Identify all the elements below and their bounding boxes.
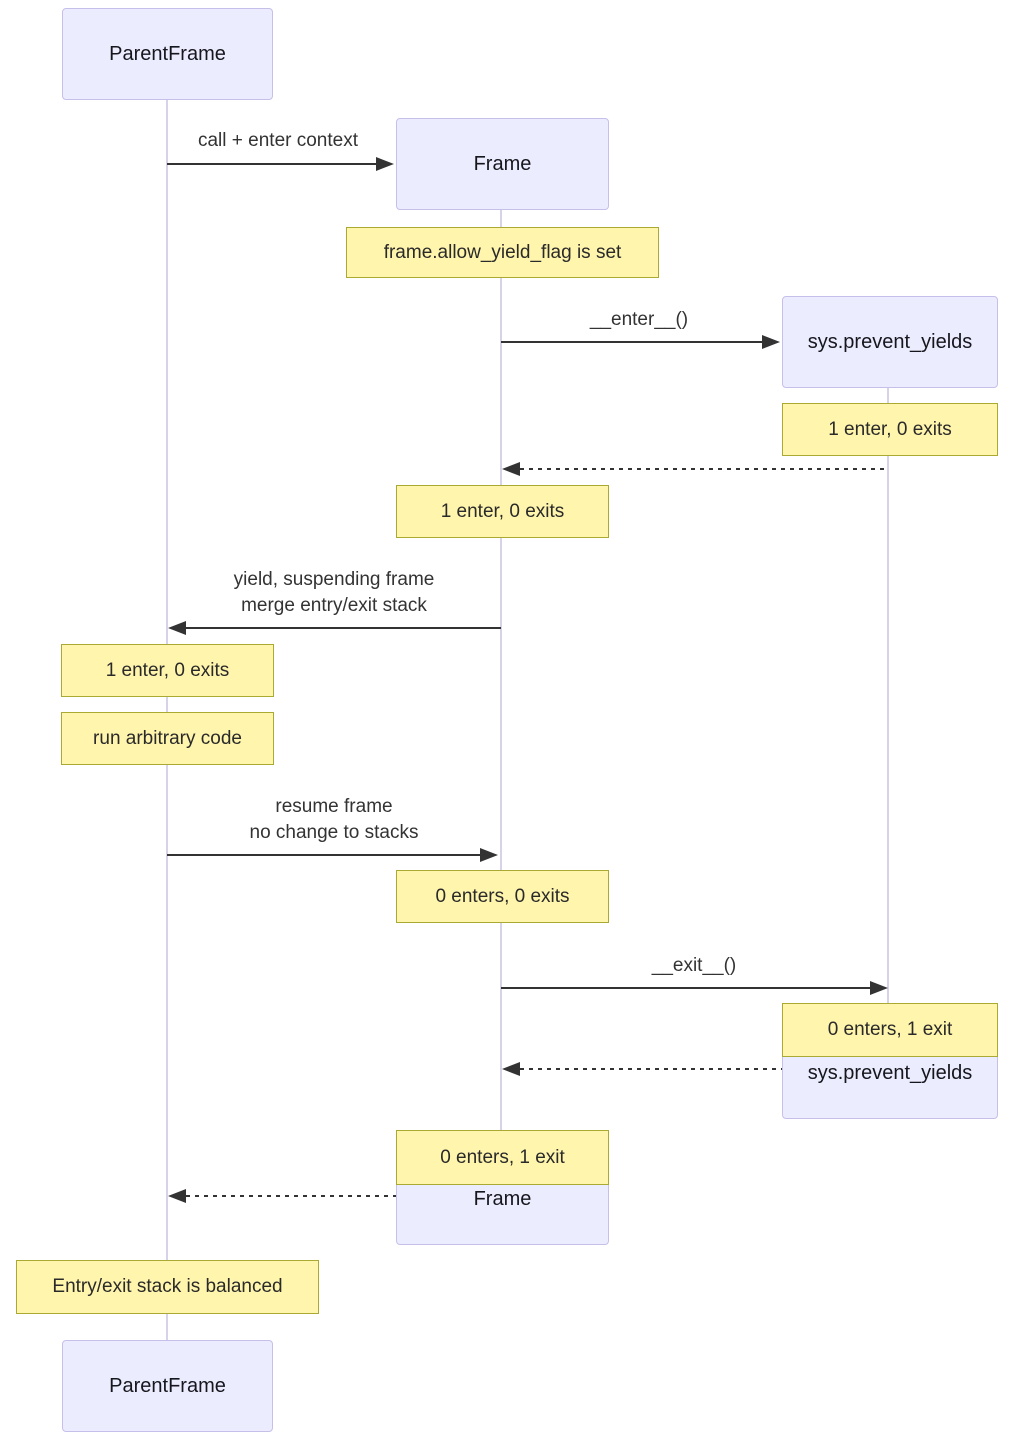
note-stack-balanced: Entry/exit stack is balanced bbox=[16, 1260, 319, 1314]
arrowhead-right-icon bbox=[762, 335, 780, 349]
actor-label: sys.prevent_yields bbox=[807, 1061, 973, 1084]
message-exit-return-line bbox=[520, 1068, 888, 1070]
arrowhead-left-icon bbox=[502, 1062, 520, 1076]
note-frame-0-enters-0-exits: 0 enters, 0 exits bbox=[396, 870, 609, 923]
message-yield-line bbox=[186, 627, 501, 629]
arrowhead-left-icon bbox=[168, 621, 186, 635]
message-exit-call-label: __exit__() bbox=[651, 955, 737, 976]
lifeline-sys-prevent-yields bbox=[887, 386, 889, 1117]
note-parent-1-enter-0-exits: 1 enter, 0 exits bbox=[61, 644, 274, 697]
actor-label: Frame bbox=[473, 1187, 532, 1210]
actor-sys-prevent-yields-top: sys.prevent_yields bbox=[782, 296, 998, 388]
actor-label: ParentFrame bbox=[109, 1374, 226, 1397]
arrowhead-right-icon bbox=[870, 981, 888, 995]
arrowhead-right-icon bbox=[376, 157, 394, 171]
note-allow-yield-flag: frame.allow_yield_flag is set bbox=[346, 227, 659, 278]
actor-label: ParentFrame bbox=[109, 42, 226, 65]
message-resume-label-line2: no change to stacks bbox=[249, 822, 419, 843]
message-exit-call-line bbox=[501, 987, 872, 989]
message-yield-label-line1: yield, suspending frame bbox=[233, 569, 435, 590]
note-sys-0-enters-1-exit: 0 enters, 1 exit bbox=[782, 1003, 998, 1057]
actor-parentframe-bottom: ParentFrame bbox=[62, 1340, 273, 1432]
message-call-enter-context-label: call + enter context bbox=[197, 130, 359, 151]
note-frame-1-enter-0-exits: 1 enter, 0 exits bbox=[396, 485, 609, 538]
actor-frame-top: Frame bbox=[396, 118, 609, 210]
message-enter-call-line bbox=[501, 341, 764, 343]
message-yield-label-line2: merge entry/exit stack bbox=[241, 595, 427, 616]
message-enter-return-line bbox=[520, 468, 888, 470]
note-sys-1-enter-0-exits: 1 enter, 0 exits bbox=[782, 403, 998, 456]
message-call-enter-context-line bbox=[167, 163, 378, 165]
arrowhead-right-icon bbox=[480, 848, 498, 862]
note-run-arbitrary-code: run arbitrary code bbox=[61, 712, 274, 765]
actor-parentframe-top: ParentFrame bbox=[62, 8, 273, 100]
message-resume-line bbox=[167, 854, 482, 856]
message-frame-return-line bbox=[186, 1195, 501, 1197]
actor-label: Frame bbox=[473, 152, 532, 175]
arrowhead-left-icon bbox=[168, 1189, 186, 1203]
message-resume-label-line1: resume frame bbox=[275, 796, 393, 817]
actor-label: sys.prevent_yields bbox=[807, 330, 973, 353]
message-enter-call-label: __enter__() bbox=[589, 309, 689, 330]
note-frame-0-enters-1-exit: 0 enters, 1 exit bbox=[396, 1130, 609, 1185]
lifeline-frame bbox=[500, 208, 502, 1243]
arrowhead-left-icon bbox=[502, 462, 520, 476]
